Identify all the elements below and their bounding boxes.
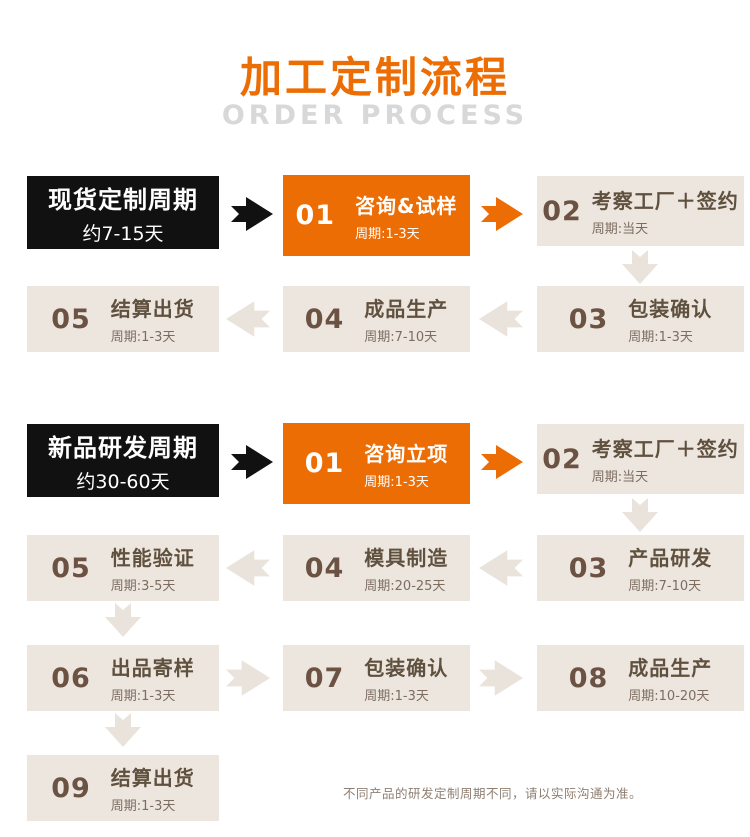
flow2-step-02-box: 02 考察工厂＋签约 周期:当天 [537, 424, 744, 494]
step-cycle: 周期:当天 [591, 222, 649, 237]
step-number: 04 [304, 552, 345, 584]
step-label: 性能验证 [110, 546, 195, 570]
arrow-down-icon [622, 250, 658, 284]
flow1-step-03-box: 03 包装确认 周期:1-3天 [537, 286, 744, 352]
step-cycle: 周期:1-3天 [628, 330, 693, 345]
step-number: 05 [51, 552, 91, 584]
flow2-step-06-box: 06 出品寄样 周期:1-3天 [27, 645, 219, 711]
arrow-right-icon [226, 660, 270, 696]
step-cycle: 周期:1-3天 [110, 799, 176, 814]
flow2-lead-subtitle: 约30-60天 [76, 470, 170, 493]
arrow-left-icon [479, 301, 523, 337]
step-cycle: 周期:1-3天 [364, 474, 429, 490]
step-cycle: 周期:3-5天 [110, 579, 176, 594]
flow2-step-05-box: 05 性能验证 周期:3-5天 [27, 535, 219, 601]
step-label: 产品研发 [628, 546, 713, 570]
step-label: 包装确认 [364, 656, 449, 680]
step-cycle: 周期:当天 [591, 470, 649, 485]
step-number: 06 [51, 662, 91, 694]
step-cycle: 周期:7-10天 [628, 579, 702, 594]
step-label: 模具制造 [364, 546, 449, 570]
flow2-step-07-box: 07 包装确认 周期:1-3天 [283, 645, 470, 711]
step-number: 02 [542, 195, 582, 227]
step-cycle: 周期:20-25天 [364, 579, 446, 594]
arrow-right-icon [229, 197, 275, 231]
step-label: 考察工厂＋签约 [591, 189, 739, 213]
footnote: 不同产品的研发定制周期不同，请以实际沟通为准。 [343, 786, 643, 801]
page-subtitle: ORDER PROCESS [221, 100, 529, 131]
flow1-step-02-box: 02 考察工厂＋签约 周期:当天 [537, 176, 744, 246]
flow1-lead-subtitle: 约7-15天 [82, 222, 164, 245]
step-label: 出品寄样 [110, 656, 195, 680]
flow2-lead-title: 新品研发周期 [48, 433, 198, 462]
arrow-down-icon [622, 498, 658, 532]
step-number: 09 [51, 772, 91, 804]
step-cycle: 周期:1-3天 [110, 330, 176, 345]
step-number: 01 [304, 448, 345, 479]
flow2-step-04-box: 04 模具制造 周期:20-25天 [283, 535, 470, 601]
arrow-right-icon [479, 445, 525, 479]
arrow-left-icon [479, 550, 523, 586]
step-label: 成品生产 [628, 656, 713, 680]
step-number: 03 [568, 303, 609, 335]
flow1-lead-box: 现货定制周期 约7-15天 [27, 176, 219, 249]
step-cycle: 周期:10-20天 [628, 689, 710, 704]
arrow-left-icon [226, 550, 270, 586]
page-title: 加工定制流程 [239, 53, 510, 102]
step-label: 咨询&试样 [355, 193, 458, 218]
flow2-step-01-box: 01 咨询立项 周期:1-3天 [283, 423, 470, 504]
step-number: 03 [568, 552, 609, 584]
flow2-step-03-box: 03 产品研发 周期:7-10天 [537, 535, 744, 601]
step-number: 01 [295, 200, 336, 231]
flow2-step-08-box: 08 成品生产 周期:10-20天 [537, 645, 744, 711]
step-cycle: 周期:1-3天 [364, 689, 429, 704]
arrow-right-icon [479, 197, 525, 231]
flow1-lead-title: 现货定制周期 [48, 185, 198, 214]
step-number: 04 [304, 303, 345, 335]
step-cycle: 周期:1-3天 [110, 689, 176, 704]
step-number: 02 [542, 443, 582, 475]
step-label: 结算出货 [110, 297, 195, 321]
step-label: 咨询立项 [364, 441, 449, 466]
step-label: 包装确认 [628, 297, 713, 321]
arrow-down-icon [105, 603, 141, 637]
flow1-step-04-box: 04 成品生产 周期:7-10天 [283, 286, 470, 352]
flow1-step-05-box: 05 结算出货 周期:1-3天 [27, 286, 219, 352]
step-number: 05 [51, 303, 91, 335]
flow2-lead-box: 新品研发周期 约30-60天 [27, 424, 219, 497]
arrow-right-icon [479, 660, 523, 696]
step-label: 成品生产 [364, 297, 449, 321]
flow2-step-09-box: 09 结算出货 周期:1-3天 [27, 755, 219, 821]
arrow-down-icon [105, 713, 141, 747]
step-number: 08 [568, 662, 609, 694]
step-number: 07 [304, 662, 345, 694]
step-label: 结算出货 [110, 766, 195, 790]
arrow-left-icon [226, 301, 270, 337]
arrow-right-icon [229, 445, 275, 479]
flow1-step-01-box: 01 咨询&试样 周期:1-3天 [283, 175, 470, 256]
step-cycle: 周期:1-3天 [355, 226, 420, 242]
step-cycle: 周期:7-10天 [364, 330, 438, 345]
step-label: 考察工厂＋签约 [591, 437, 739, 461]
